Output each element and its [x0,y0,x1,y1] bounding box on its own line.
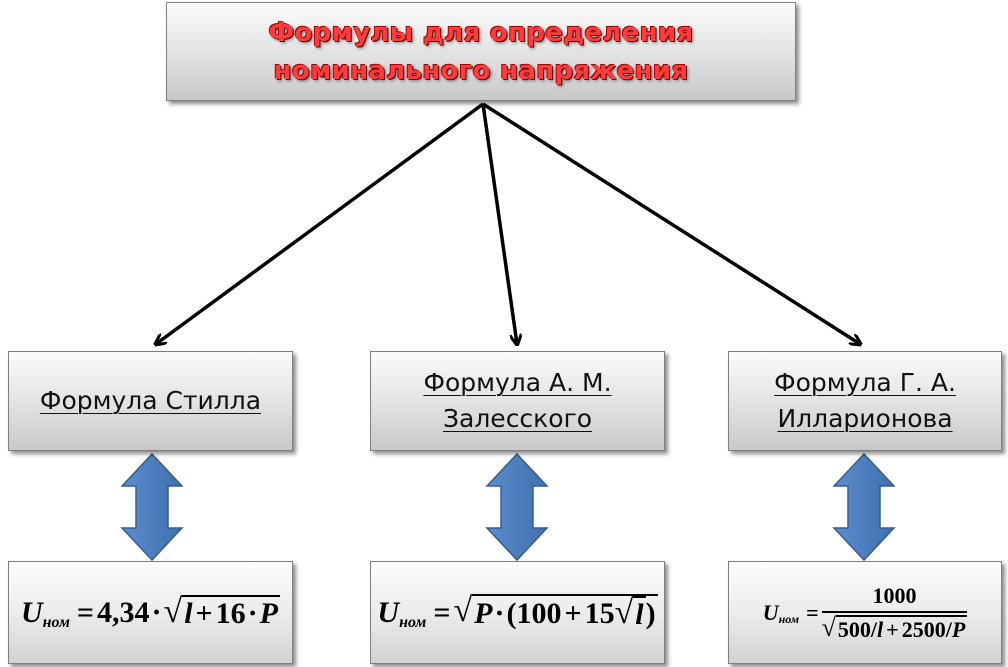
double-arrow-icon [832,452,896,562]
formula-paren: ( [506,596,517,630]
formula-box-still: U ном = 4,34 · √ l + 16 · P [8,561,293,664]
formula-var: l [635,597,644,631]
method-label: Формула Г. А. [774,368,956,397]
formula-coef: 4,34 [97,595,150,629]
formula-var: P [474,596,493,630]
formula-var: P [259,596,278,630]
double-arrow-icon [485,452,549,562]
formula-slash: / [870,616,878,642]
formula-still: U ном = 4,34 · √ l + 16 · P [21,592,280,631]
formula-plus: + [564,596,582,630]
formula-var: P [951,616,966,642]
arrow-to-zalessky [481,103,517,344]
method-label: Формула А. М. [423,368,612,397]
formula-subscript: ном [399,613,427,631]
formula-box-illarionov: U ном = 1000 √ 500 / l + 2500 / [728,561,1002,664]
formula-symbol: U [21,595,43,629]
formula-paren: ) [645,596,656,630]
arrow-to-illarionov [482,102,860,344]
formula-slash: / [945,616,952,642]
formula-subscript: ном [42,613,70,631]
sqrt-body: l [633,595,646,632]
formula-equals: = [806,599,819,625]
sqrt-group: √ l + 16 · P [163,592,280,631]
formula-equals: = [433,595,451,629]
formula-var: l [877,616,884,642]
method-label: Залесского [442,404,593,433]
formula-illarionov: U ном = 1000 √ 500 / l + 2500 / [763,583,968,643]
method-label: Илларионова [777,404,953,433]
fraction-numerator: 1000 [872,582,917,608]
formula-num: 500 [837,616,871,642]
sqrt-group: √ 500 / l + 2500 / P [821,612,968,643]
formula-dot: · [247,596,258,630]
method-label: Формула Стилла [39,386,262,415]
formula-box-zalessky: U ном = √ P · ( 100 + 15 √ l [370,561,665,664]
sqrt-body: 500 / l + 2500 / P [835,614,968,643]
formula-dot: · [151,595,162,629]
sqrt-group: √ P · ( 100 + 15 √ l ) [453,591,658,632]
title-box: Формулы для определения номинального нап… [166,2,796,101]
sqrt-body: l + 16 · P [182,594,280,631]
formula-num: 2500 [901,616,946,642]
formula-plus: + [195,596,213,630]
formula-num: 100 [516,596,562,630]
sqrt-body: P · ( 100 + 15 √ l ) [472,593,658,632]
title-line-2: номинального напряжения [273,55,689,86]
sqrt-icon: √ [453,591,473,629]
formula-subscript: ном [778,612,800,626]
formula-var: l [184,596,193,630]
formula-equals: = [76,595,95,629]
formula-num: 15 [584,596,615,630]
method-box-zalessky: Формула А. М. Залесского [370,351,665,451]
sqrt-icon: √ [821,612,836,642]
formula-dot: · [494,596,505,630]
sqrt-icon: √ [163,592,183,630]
fraction: 1000 √ 500 / l + 2500 / P [821,582,968,643]
formula-zalessky: U ном = √ P · ( 100 + 15 √ l [377,591,658,632]
formula-symbol: U [377,595,400,629]
sqrt-icon: √ [614,593,634,631]
title-line-1: Формулы для определения [268,17,694,48]
formula-plus: + [886,616,899,642]
method-box-illarionov: Формула Г. А. Илларионова [728,351,1002,451]
arrow-to-still [156,102,485,344]
fraction-denominator: √ 500 / l + 2500 / P [821,610,968,643]
double-arrow-icon [120,452,184,562]
sqrt-group: √ l [614,593,646,632]
method-box-still: Формула Стилла [8,351,293,451]
formula-num: 16 [215,596,246,630]
formula-symbol: U [762,599,779,625]
